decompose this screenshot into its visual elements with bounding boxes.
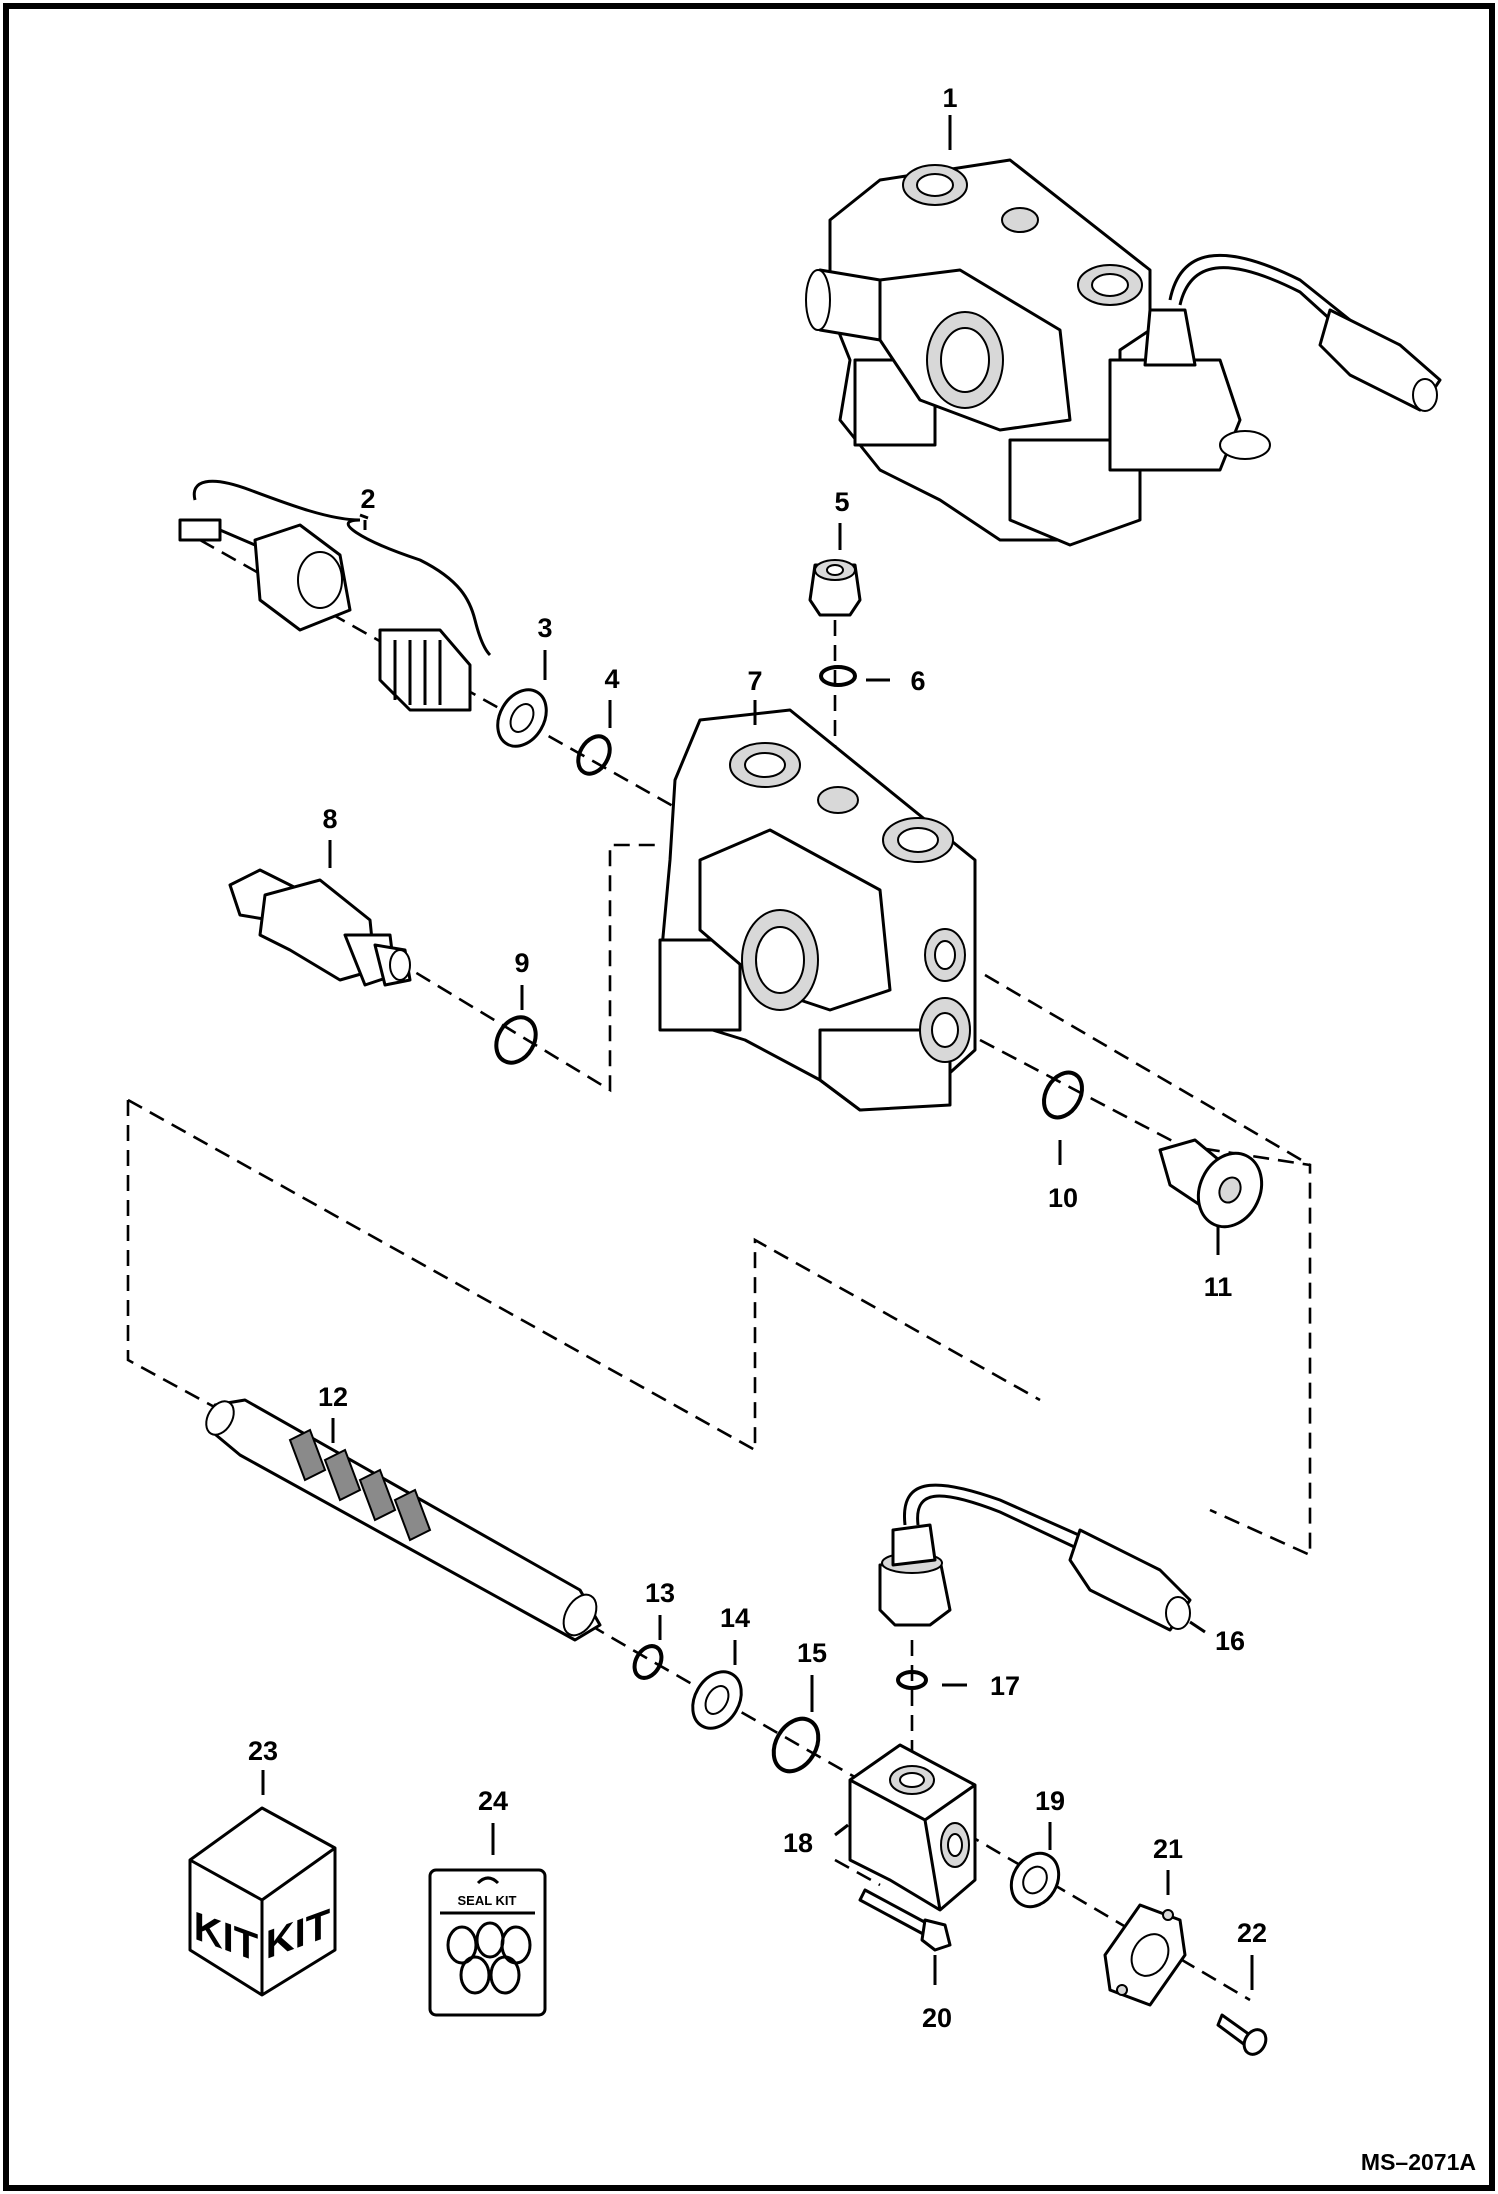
- drawing-number: MS–2071A: [1361, 2149, 1476, 2175]
- part-21-cover-plate: [1103, 1903, 1187, 2007]
- part-17-o-ring: [896, 1670, 928, 1690]
- part-11-plug: [1158, 1138, 1264, 1229]
- callout-24: 24: [478, 1786, 508, 1816]
- callout-7: 7: [747, 666, 762, 696]
- callout-23: 23: [248, 1736, 278, 1766]
- part-14-washer: [691, 1670, 743, 1730]
- callout-18: 18: [783, 1828, 813, 1858]
- seal-kit-label: SEAL KIT: [458, 1893, 517, 1908]
- callout-21: 21: [1153, 1834, 1183, 1864]
- callout-20: 20: [922, 2003, 952, 2033]
- callout-5: 5: [834, 487, 849, 517]
- part-22-bolt: [1216, 2013, 1268, 2056]
- callout-13: 13: [645, 1578, 675, 1608]
- callout-4: 4: [604, 664, 619, 694]
- callout-19: 19: [1035, 1786, 1065, 1816]
- diagram-border: [3, 3, 1495, 2191]
- part-13-o-ring: [632, 1644, 664, 1680]
- callout-3: 3: [537, 613, 552, 643]
- callout-10: 10: [1048, 1183, 1078, 1213]
- callout-15: 15: [797, 1638, 827, 1668]
- callout-16: 16: [1215, 1626, 1245, 1656]
- part-1-valve-section: [805, 158, 1442, 547]
- callout-1: 1: [942, 83, 957, 113]
- callout-12: 12: [318, 1382, 348, 1412]
- part-6-o-ring: [819, 665, 857, 687]
- callout-8: 8: [322, 804, 337, 834]
- part-23-kit-box: KIT KIT: [188, 1806, 337, 1997]
- part-18-end-cap-block: [848, 1743, 977, 1912]
- part-7-valve-body: [658, 708, 977, 1112]
- callout-9: 9: [514, 948, 529, 978]
- part-16-sensor-harness: [878, 1483, 1192, 1632]
- callout-2: 2: [360, 484, 375, 514]
- part-9-o-ring: [494, 1015, 538, 1065]
- callout-6: 6: [910, 666, 925, 696]
- callout-14: 14: [720, 1603, 750, 1633]
- callout-17: 17: [990, 1671, 1020, 1701]
- callout-22: 22: [1237, 1918, 1267, 1948]
- part-12-spool: [205, 1398, 602, 1642]
- part-24-seal-kit: SEAL KIT: [428, 1868, 547, 2017]
- callout-11: 11: [1204, 1272, 1233, 1302]
- part-3-washer: [496, 688, 548, 748]
- callout-labels: 1 2 3 4 5 6 7 8 9 10 11 12 13 14 15 16 1…: [248, 83, 1267, 2033]
- part-5-plug: [808, 559, 862, 617]
- part-4-o-ring: [576, 734, 612, 776]
- part-10-o-ring: [1042, 1070, 1084, 1120]
- part-8-cartridge: [228, 868, 412, 987]
- part-15-o-ring: [771, 1716, 821, 1774]
- part-19-bushing: [1009, 1851, 1061, 1909]
- part-20-bolt: [858, 1888, 952, 1952]
- assembly-dashed-lines: [126, 538, 1312, 2002]
- part-2-spring-cap-group: [178, 479, 492, 712]
